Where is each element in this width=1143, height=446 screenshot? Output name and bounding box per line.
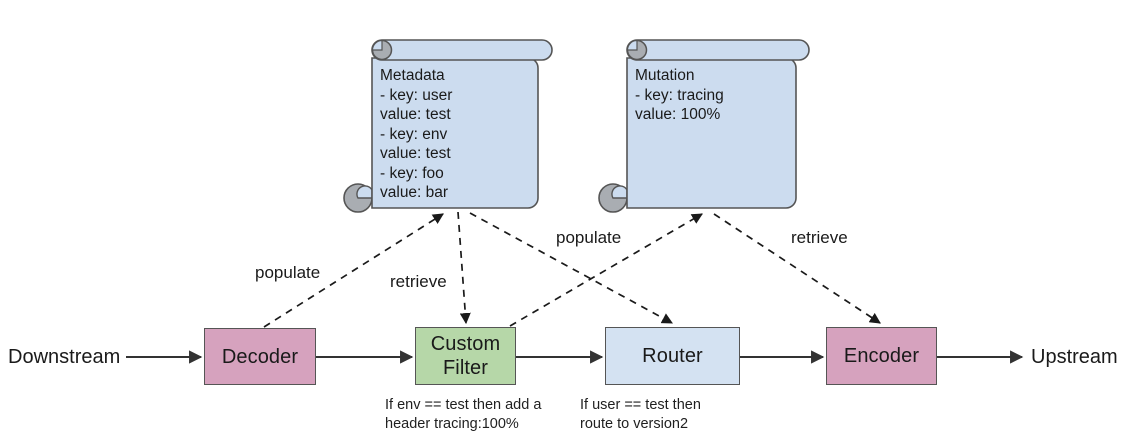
edge-label-retrieve-right: retrieve: [791, 228, 848, 247]
mutation-scroll-shape: [598, 39, 810, 213]
metadata-scroll-shape: [343, 39, 553, 213]
caption-custom-filter: If env == test then add a header tracing…: [385, 397, 542, 432]
node-custom-filter[interactable]: Custom Filter: [415, 327, 516, 385]
endpoint-downstream: Downstream: [8, 346, 121, 368]
node-router[interactable]: Router: [605, 327, 740, 385]
node-encoder[interactable]: Encoder: [826, 327, 937, 385]
caption-router: If user == test then route to version2: [580, 397, 701, 432]
edge-metadata-customfilter: [457, 211, 471, 325]
node-decoder-label: Decoder: [221, 345, 299, 368]
edge-label-populate-left: populate: [255, 263, 321, 282]
edge-customfilter-mutation: [509, 213, 703, 327]
edge-label-retrieve-left: retrieve: [390, 272, 447, 291]
edge-decoder-metadata: [263, 213, 444, 328]
node-router-label: Router: [642, 345, 703, 367]
metadata-scroll-text: Metadata - key: user value: test - key: …: [380, 67, 453, 201]
node-custom-filter-label-line2: Filter: [442, 357, 489, 379]
node-custom-filter-label-line1: Custom: [430, 333, 501, 355]
node-decoder[interactable]: Decoder: [204, 328, 316, 385]
mutation-scroll-text: Mutation - key: tracing value: 100%: [635, 67, 724, 123]
endpoint-upstream: Upstream: [1031, 346, 1118, 368]
node-encoder-label: Encoder: [843, 345, 920, 367]
edge-label-populate-right: populate: [556, 228, 622, 247]
